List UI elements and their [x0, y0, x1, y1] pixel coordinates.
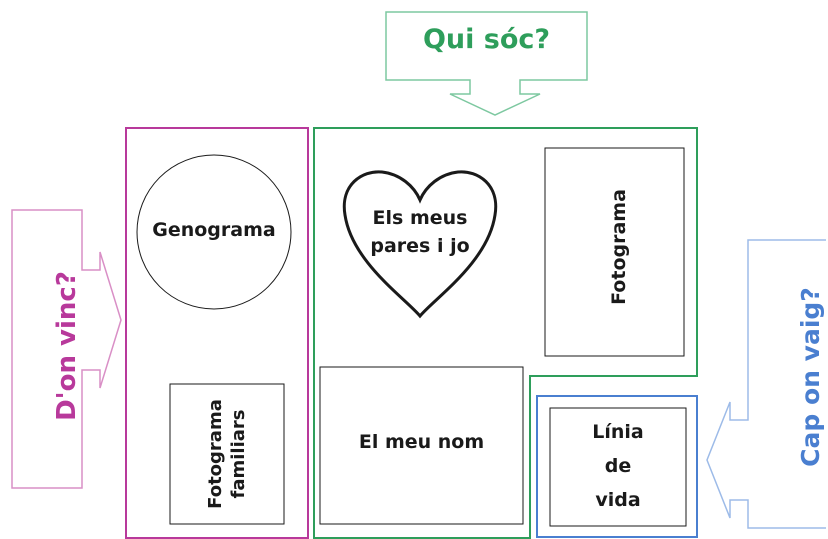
heart-label-line1: Els meus	[372, 207, 468, 229]
heart-label: Els meus pares i jo	[352, 204, 488, 260]
fotograma-familiars-label: Fotograma familiars	[204, 379, 250, 529]
fotograma-box	[544, 147, 685, 357]
fotograma-familiars-box	[169, 383, 285, 525]
heart-label-line2: pares i jo	[370, 235, 470, 257]
green-frame	[313, 127, 698, 539]
el-meu-nom-box	[319, 366, 524, 525]
callout-left-label: D'on vinc?	[52, 271, 82, 421]
blue-frame	[536, 395, 698, 538]
fotograma-label: Fotograma	[608, 189, 630, 305]
fotograma-familiars-line2: familiars	[228, 409, 249, 499]
linia-de-vida-line3: vida	[595, 489, 641, 511]
right-callout-arrow	[706, 239, 826, 529]
linia-de-vida-box	[549, 407, 687, 527]
top-callout-arrow	[385, 11, 588, 116]
linia-de-vida-line1: Línia	[592, 421, 644, 443]
genograma-label: Genograma	[152, 219, 276, 241]
left-callout-arrow	[11, 209, 122, 489]
callout-top-label: Qui sóc?	[422, 24, 551, 55]
linia-de-vida-line2: de	[604, 455, 632, 477]
heart-shape	[342, 170, 498, 319]
linia-de-vida-label: Línia de vida	[550, 415, 686, 517]
genograma-circle	[136, 154, 292, 310]
fotograma-familiars-line1: Fotograma	[205, 399, 226, 509]
purple-column	[125, 127, 309, 539]
callout-right-label: Cap on vaig?	[796, 287, 825, 467]
el-meu-nom-label: El meu nom	[358, 431, 485, 453]
